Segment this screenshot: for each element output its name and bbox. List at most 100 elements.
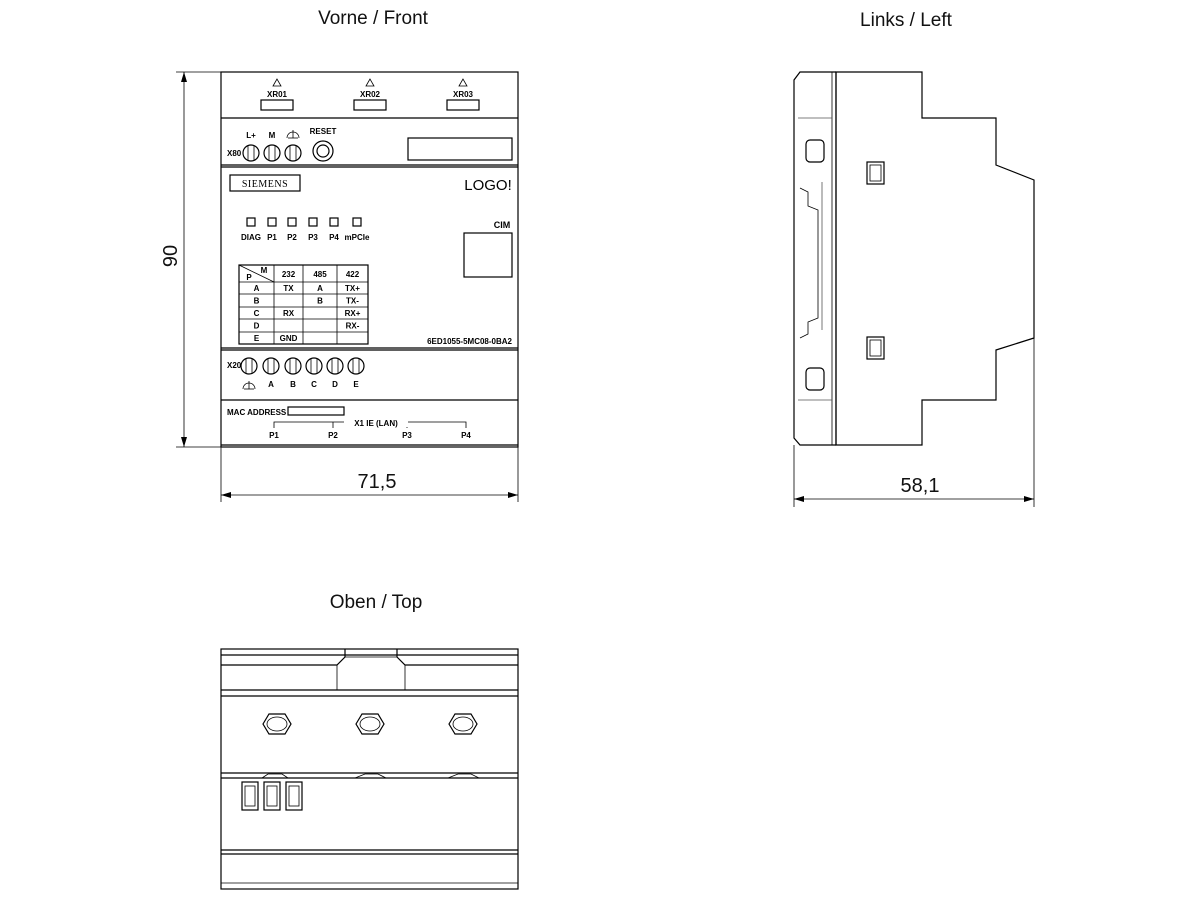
- table-cell: C: [254, 309, 260, 318]
- side-latch: [866, 161, 885, 185]
- table-corner-top: M: [261, 266, 268, 275]
- serial-terminal-label: E: [353, 380, 359, 389]
- power-screw-3[interactable]: [284, 144, 302, 162]
- relay-label-xr02: XR02: [360, 90, 381, 99]
- table-cell: B: [317, 297, 323, 306]
- serial-screw-2[interactable]: [262, 357, 280, 375]
- table-header: 422: [346, 270, 360, 279]
- lan-label: X1 IE (LAN): [354, 419, 398, 428]
- status-leds: DIAG P1 P2 P3 P4 mPCIe: [241, 217, 370, 242]
- mac-address-label: MAC ADDRESS: [227, 408, 287, 417]
- din-clip-slot: [805, 139, 825, 163]
- power-screw-terminals: [242, 144, 302, 162]
- table-cell: RX-: [346, 322, 360, 331]
- relay-label-xr03: XR03: [453, 90, 474, 99]
- serial-terminal-label: A: [268, 380, 274, 389]
- table-cell: D: [254, 322, 260, 331]
- table-cell: GND: [280, 334, 298, 343]
- screw-hole-icon: [262, 713, 292, 735]
- lan-port-p3: P3: [402, 431, 412, 440]
- table-cell: B: [254, 297, 260, 306]
- led-label: DIAG: [241, 233, 261, 242]
- brand-label: SIEMENS: [242, 179, 288, 190]
- display-window: [407, 137, 513, 161]
- front-view: XR01 XR02 XR03 L+ M RESET X80 SIEMENS LO…: [160, 71, 519, 502]
- serial-connector-label: X20: [227, 361, 242, 370]
- relay-output-markers: XR01 XR02 XR03: [260, 78, 480, 111]
- table-cell: E: [254, 334, 260, 343]
- serial-terminal-label: C: [311, 380, 317, 389]
- led-label: P3: [308, 233, 318, 242]
- cim-port: [463, 232, 513, 278]
- led-indicator: [246, 217, 256, 227]
- mac-address-field: [287, 406, 345, 416]
- height-value: 90: [160, 245, 182, 267]
- table-cell: TX+: [345, 284, 360, 293]
- serial-terminal-label: B: [290, 380, 296, 389]
- led-indicator: [267, 217, 277, 227]
- module-label: CIM: [494, 220, 511, 230]
- lan-port-p2: P2: [328, 431, 338, 440]
- relay-label-xr01: XR01: [267, 90, 288, 99]
- top-screw-holes: [262, 713, 478, 735]
- power-terminal-lplus: L+: [246, 131, 256, 140]
- serial-terminal-label: D: [332, 380, 338, 389]
- lan-port-p4: P4: [461, 431, 471, 440]
- led-indicator: [308, 217, 318, 227]
- depth-dimension: 58,1: [793, 338, 1035, 507]
- table-header: 232: [282, 270, 296, 279]
- ground-symbol-icon: [286, 130, 300, 139]
- serial-screw-1[interactable]: [240, 357, 258, 375]
- table-cell: RX+: [345, 309, 361, 318]
- table-cell: TX: [283, 284, 294, 293]
- order-number: 6ED1055-5MC08-0BA2: [427, 337, 512, 346]
- din-clip-slot: [805, 367, 825, 391]
- front-housing: [220, 71, 519, 448]
- led-label: P4: [329, 233, 339, 242]
- top-housing: [220, 648, 519, 890]
- led-indicator: [352, 217, 362, 227]
- left-view: 58,1: [793, 71, 1035, 507]
- ground-symbol-icon: [242, 381, 256, 390]
- serial-screw-3[interactable]: [284, 357, 302, 375]
- screw-hole-icon: [355, 713, 385, 735]
- led-indicator: [287, 217, 297, 227]
- front-view-title: Vorne / Front: [318, 8, 429, 29]
- table-cell: A: [317, 284, 323, 293]
- power-terminal-m: M: [269, 131, 276, 140]
- side-latch: [866, 336, 885, 360]
- led-label: P2: [287, 233, 297, 242]
- top-view-title: Oben / Top: [330, 592, 423, 613]
- screw-hole-icon: [448, 713, 478, 735]
- product-label: LOGO!: [464, 177, 512, 194]
- power-screw-1[interactable]: [242, 144, 260, 162]
- serial-screw-terminals: [240, 357, 365, 375]
- table-corner-bottom: P: [246, 273, 252, 282]
- led-label: mPCIe: [345, 233, 370, 242]
- serial-screw-6[interactable]: [347, 357, 365, 375]
- left-view-title: Links / Left: [860, 10, 953, 31]
- table-cell: A: [254, 284, 260, 293]
- table-cell: TX-: [346, 297, 359, 306]
- power-connector-label: X80: [227, 149, 242, 158]
- width-dimension: 71,5: [220, 447, 519, 502]
- lan-port-p1: P1: [269, 431, 279, 440]
- terminal-block: [285, 781, 303, 811]
- terminal-block: [241, 781, 259, 811]
- reset-label: RESET: [310, 127, 337, 136]
- serial-terminal-labels: A B C D E: [268, 380, 359, 389]
- top-view: [220, 648, 519, 890]
- led-label: P1: [267, 233, 277, 242]
- reset-button[interactable]: [312, 140, 334, 162]
- depth-value: 58,1: [901, 475, 940, 497]
- height-dimension: 90: [160, 71, 221, 448]
- serial-screw-4[interactable]: [305, 357, 323, 375]
- width-value: 71,5: [358, 471, 397, 493]
- serial-screw-5[interactable]: [326, 357, 344, 375]
- terminal-block: [263, 781, 281, 811]
- power-screw-2[interactable]: [263, 144, 281, 162]
- table-cell: RX: [283, 309, 295, 318]
- led-indicator: [329, 217, 339, 227]
